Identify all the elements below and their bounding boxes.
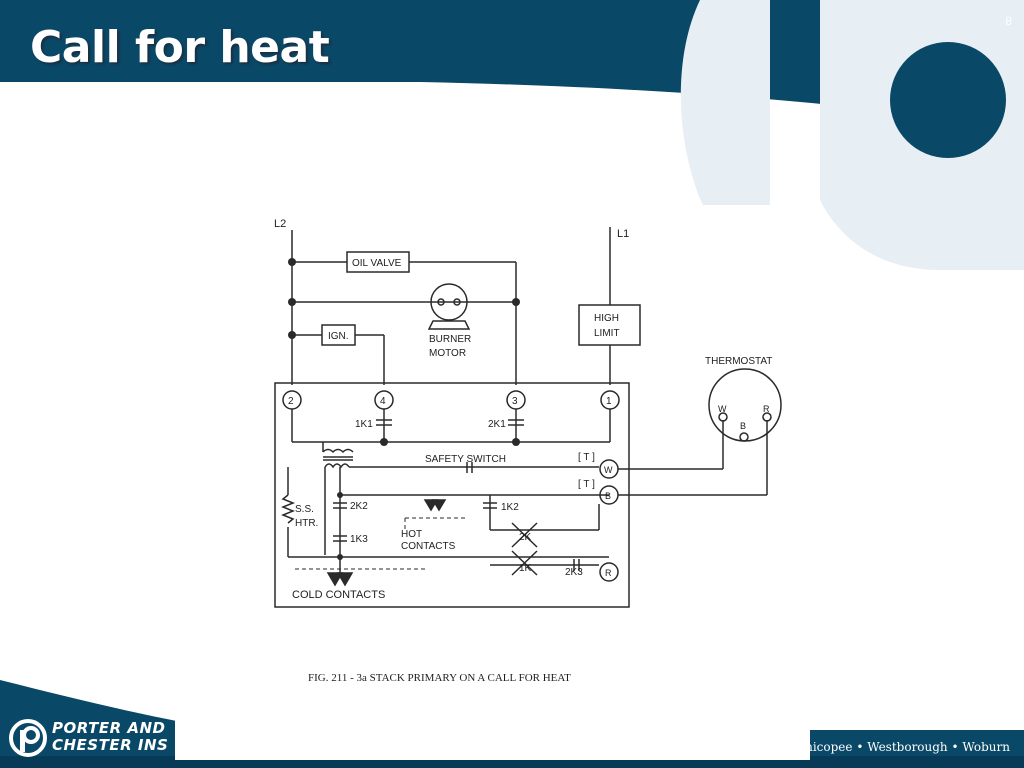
company-name-line2: CHESTER INS: [52, 736, 169, 754]
terminal-2: 2: [288, 396, 294, 407]
terminal-w: W: [604, 465, 613, 475]
label-1k: 1K: [519, 563, 532, 574]
burner-motor-symbol: [430, 283, 468, 321]
terminal-r: R: [605, 568, 612, 578]
label-l1: L1: [617, 228, 629, 240]
label-therm-w: W: [718, 404, 727, 414]
label-1k3: 1K3: [350, 534, 368, 545]
label-htr: HTR.: [295, 518, 318, 529]
label-1k1: 1K1: [355, 419, 373, 430]
label-cold-contacts: COLD CONTACTS: [292, 589, 385, 601]
terminal-3: 3: [512, 396, 518, 407]
terminal-b: B: [605, 491, 611, 501]
wiring-diagram: L2 L1 OIL VALVE IGN. BURNER MOTOR HIGH L…: [274, 218, 782, 684]
label-limit: LIMIT: [594, 328, 620, 339]
label-thermostat: THERMOSTAT: [705, 356, 772, 367]
label-ign: IGN.: [328, 331, 349, 342]
slide-title: Call for heat: [30, 22, 330, 73]
label-t-lower: [ T ]: [578, 479, 595, 490]
label-ss: S.S.: [295, 504, 314, 515]
figure-caption: FIG. 211 - 3a STACK PRIMARY ON A CALL FO…: [308, 672, 571, 684]
terminal-1: 1: [606, 396, 612, 407]
company-name: PORTER AND CHESTER INS: [52, 720, 168, 754]
label-1k2: 1K2: [501, 502, 519, 513]
label-l2: L2: [274, 218, 286, 230]
label-therm-b: B: [740, 421, 746, 431]
label-2k2: 2K2: [350, 501, 368, 512]
footer-locations: ton • Chicopee • Westborough • Woburn: [761, 740, 1010, 754]
label-motor: MOTOR: [429, 348, 466, 359]
label-safety-switch: SAFETY SWITCH: [425, 454, 506, 465]
label-2k3: 2K3: [565, 567, 583, 578]
label-t-upper: [ T ]: [578, 452, 595, 463]
label-burner: BURNER: [429, 334, 471, 345]
label-2k1: 2K1: [488, 419, 506, 430]
company-name-line1: PORTER AND: [52, 719, 166, 737]
label-therm-r: R: [763, 404, 770, 414]
high-limit-box: [578, 304, 641, 346]
label-contacts: CONTACTS: [401, 541, 456, 552]
label-2k: 2K: [519, 532, 532, 543]
wiring-diagram-figure: L2 L1 OIL VALVE IGN. BURNER MOTOR HIGH L…: [175, 205, 810, 760]
decor-circle: [890, 42, 1006, 158]
page-number: 8: [1005, 14, 1012, 28]
label-hot: HOT: [401, 529, 422, 540]
company-logo-icon: [9, 719, 47, 757]
terminal-4: 4: [380, 396, 386, 407]
label-high: HIGH: [594, 313, 619, 324]
label-oil-valve: OIL VALVE: [352, 258, 402, 269]
